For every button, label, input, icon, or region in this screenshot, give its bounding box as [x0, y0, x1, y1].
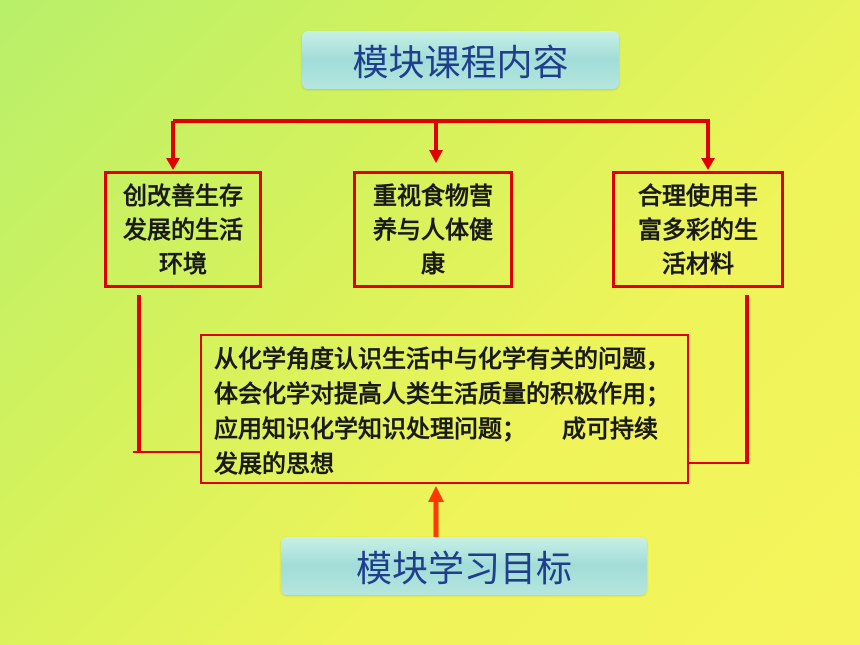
topic-label-materials: 合理使用丰富多彩的生活材料	[638, 181, 758, 278]
left-bracket-line	[133, 295, 200, 453]
module-content-title: 模块课程内容	[302, 31, 619, 89]
module-goals-title: 模块学习目标	[281, 537, 647, 595]
arrow-to-topic-2	[429, 121, 443, 163]
learning-goals-box: 从化学角度认识生活中与化学有关的问题，体会化学对提高人类生活质量的积极作用； 应…	[200, 334, 689, 484]
topic-label-environment: 创改善生存发展的生活环境	[123, 181, 243, 278]
topic-label-nutrition: 重视食物营养与人体健康	[373, 181, 493, 278]
topic-box-nutrition: 重视食物营养与人体健康	[353, 171, 513, 288]
right-bracket-line	[689, 295, 749, 464]
topic-box-environment: 创改善生存发展的生活环境	[104, 171, 262, 288]
topic-box-materials: 合理使用丰富多彩的生活材料	[612, 171, 784, 288]
arrow-to-topic-3	[701, 121, 715, 170]
arrow-to-topic-1	[166, 121, 180, 170]
up-arrow	[428, 486, 444, 537]
